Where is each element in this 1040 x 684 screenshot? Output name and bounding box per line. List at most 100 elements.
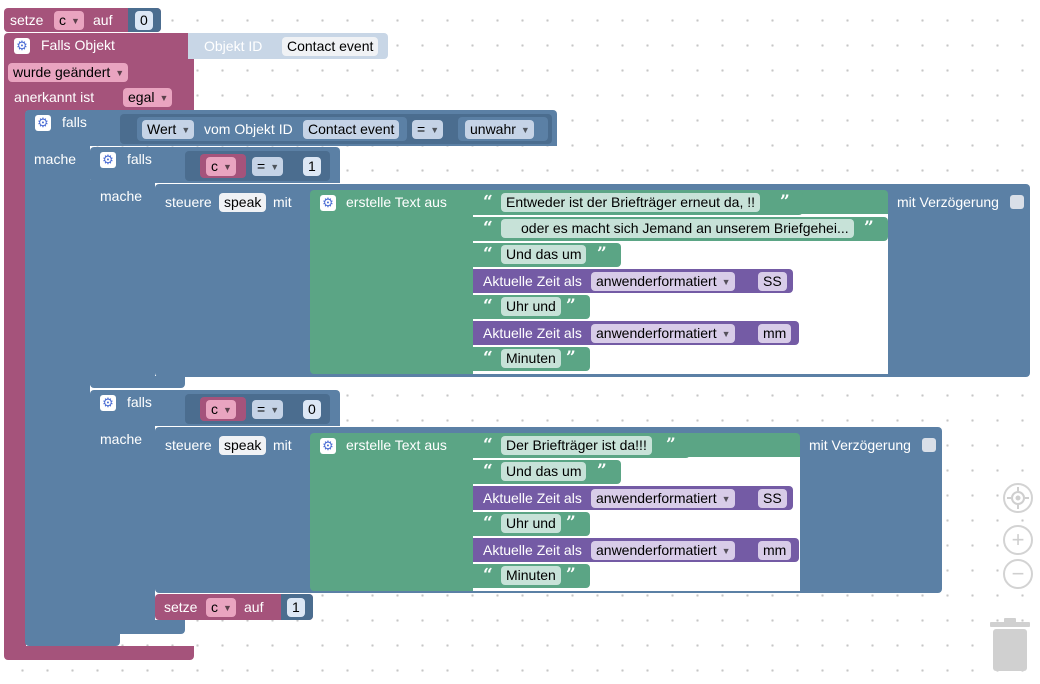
number-field[interactable]: 1 — [287, 598, 305, 617]
from-object-label: vom Objekt ID — [204, 121, 293, 137]
time-format-dropdown[interactable]: anwenderformatiert▼ — [591, 272, 735, 291]
quote-icon: “ — [483, 218, 493, 238]
to-label: auf — [93, 12, 113, 28]
time-format-field[interactable]: mm — [758, 541, 792, 560]
with-label: mit — [273, 437, 292, 453]
delay-checkbox[interactable] — [922, 438, 936, 452]
text-field[interactable]: Uhr und — [501, 297, 561, 316]
dropdown-arrow-icon: ▼ — [721, 494, 731, 504]
text-field[interactable]: oder es macht sich Jemand an unserem Bri… — [501, 219, 854, 238]
operator-dropdown[interactable]: =▼ — [412, 120, 444, 139]
set-label: setze — [164, 599, 198, 615]
operator-dropdown[interactable]: =▼ — [252, 157, 284, 176]
dropdown-arrow-icon: ▼ — [71, 16, 80, 26]
text-field[interactable]: Und das um — [501, 245, 587, 264]
quote-icon: ” — [597, 461, 607, 481]
quote-icon: “ — [483, 461, 493, 481]
dropdown-arrow-icon: ▼ — [430, 125, 440, 135]
text-join-label: erstelle Text aus — [346, 437, 447, 453]
quote-icon: ” — [566, 565, 576, 585]
gear-icon[interactable]: ⚙ — [14, 38, 30, 54]
number-field[interactable]: 1 — [303, 157, 321, 176]
dropdown-arrow-icon: ▼ — [159, 93, 169, 103]
if2-left — [90, 180, 155, 385]
variable-dropdown[interactable]: c▼ — [206, 400, 236, 419]
quote-icon: ” — [566, 348, 576, 368]
object-id-field[interactable]: Contact event — [303, 120, 400, 139]
quote-icon: “ — [483, 435, 493, 455]
delay-checkbox[interactable] — [1010, 195, 1024, 209]
text-join-label: erstelle Text aus — [346, 194, 447, 210]
text-field[interactable]: Der Briefträger ist da!!! — [501, 436, 652, 455]
speak-target-field[interactable]: speak — [219, 193, 267, 212]
set-c-block-top[interactable]: setze c▼ auf 0 — [4, 8, 161, 32]
quote-icon: ” — [566, 296, 576, 316]
quote-icon: “ — [483, 296, 493, 316]
number-field[interactable]: 0 — [303, 400, 321, 419]
quote-icon: ” — [864, 218, 874, 238]
dropdown-arrow-icon: ▼ — [520, 125, 530, 135]
with-label: mit — [273, 194, 292, 210]
time-label: Aktuelle Zeit als — [483, 273, 582, 289]
dropdown-arrow-icon: ▼ — [115, 68, 125, 78]
if-label: falls — [127, 394, 152, 410]
time-format-field[interactable]: SS — [758, 272, 787, 291]
time-format-field[interactable]: SS — [758, 489, 787, 508]
text-field[interactable]: Minuten — [501, 566, 561, 585]
zoom-in-icon[interactable]: + — [1003, 525, 1033, 555]
gear-icon[interactable]: ⚙ — [100, 152, 116, 168]
change-type-dropdown[interactable]: wurde geändert▼ — [8, 63, 129, 82]
dropdown-arrow-icon: ▼ — [721, 329, 731, 339]
gear-icon[interactable]: ⚙ — [35, 115, 51, 131]
value-type-dropdown[interactable]: Wert▼ — [142, 120, 195, 139]
set-c-block-bottom[interactable]: setze c▼ auf 1 — [155, 594, 313, 620]
quote-icon: “ — [483, 192, 493, 212]
set-label: setze — [10, 12, 44, 28]
dropdown-arrow-icon: ▼ — [270, 405, 280, 415]
if2-bottom — [90, 376, 185, 388]
number-field[interactable]: 0 — [135, 11, 153, 30]
gear-icon[interactable]: ⚙ — [100, 395, 116, 411]
time-label: Aktuelle Zeit als — [483, 325, 582, 341]
quote-icon: “ — [483, 513, 493, 533]
delay-label: mit Verzögerung — [897, 194, 999, 210]
text-field[interactable]: Und das um — [501, 462, 587, 481]
if-outer-bottom — [25, 632, 120, 646]
time-label: Aktuelle Zeit als — [483, 542, 582, 558]
quote-icon: ” — [666, 435, 676, 455]
to-label: auf — [244, 599, 264, 615]
quote-icon: “ — [483, 565, 493, 585]
time-label: Aktuelle Zeit als — [483, 490, 582, 506]
dropdown-arrow-icon: ▼ — [721, 546, 731, 556]
zoom-out-icon[interactable]: − — [1003, 559, 1033, 589]
dropdown-arrow-icon: ▼ — [181, 125, 191, 135]
dropdown-arrow-icon: ▼ — [223, 162, 232, 172]
speak-target-field[interactable]: speak — [219, 436, 267, 455]
object-id-field[interactable]: Contact event — [282, 37, 379, 56]
dropdown-arrow-icon: ▼ — [223, 603, 232, 613]
ack-dropdown[interactable]: egal▼ — [123, 88, 173, 107]
trash-icon[interactable] — [989, 617, 1031, 673]
quote-icon: ” — [566, 513, 576, 533]
do-label: mache — [100, 188, 143, 204]
variable-dropdown[interactable]: c▼ — [54, 11, 84, 30]
time-format-dropdown[interactable]: anwenderformatiert▼ — [591, 489, 735, 508]
text-field[interactable]: Minuten — [501, 349, 561, 368]
variable-dropdown[interactable]: c▼ — [206, 598, 236, 617]
trigger-title: Falls Objekt — [41, 37, 115, 53]
time-format-dropdown[interactable]: anwenderformatiert▼ — [591, 541, 735, 560]
gear-icon[interactable]: ⚙ — [320, 195, 336, 211]
if-label: falls — [62, 114, 87, 130]
time-format-field[interactable]: mm — [758, 324, 792, 343]
variable-dropdown[interactable]: c▼ — [206, 157, 236, 176]
text-field[interactable]: Uhr und — [501, 514, 561, 533]
gear-icon[interactable]: ⚙ — [320, 438, 336, 454]
operator-dropdown[interactable]: =▼ — [252, 400, 284, 419]
time-format-dropdown[interactable]: anwenderformatiert▼ — [591, 324, 735, 343]
recenter-icon[interactable] — [1003, 483, 1033, 513]
text-field[interactable]: Entweder ist der Briefträger erneut da, … — [501, 193, 761, 212]
control-label: steuere — [165, 194, 212, 210]
quote-icon: “ — [483, 348, 493, 368]
if-label: falls — [127, 151, 152, 167]
boolean-dropdown[interactable]: unwahr▼ — [465, 120, 534, 139]
